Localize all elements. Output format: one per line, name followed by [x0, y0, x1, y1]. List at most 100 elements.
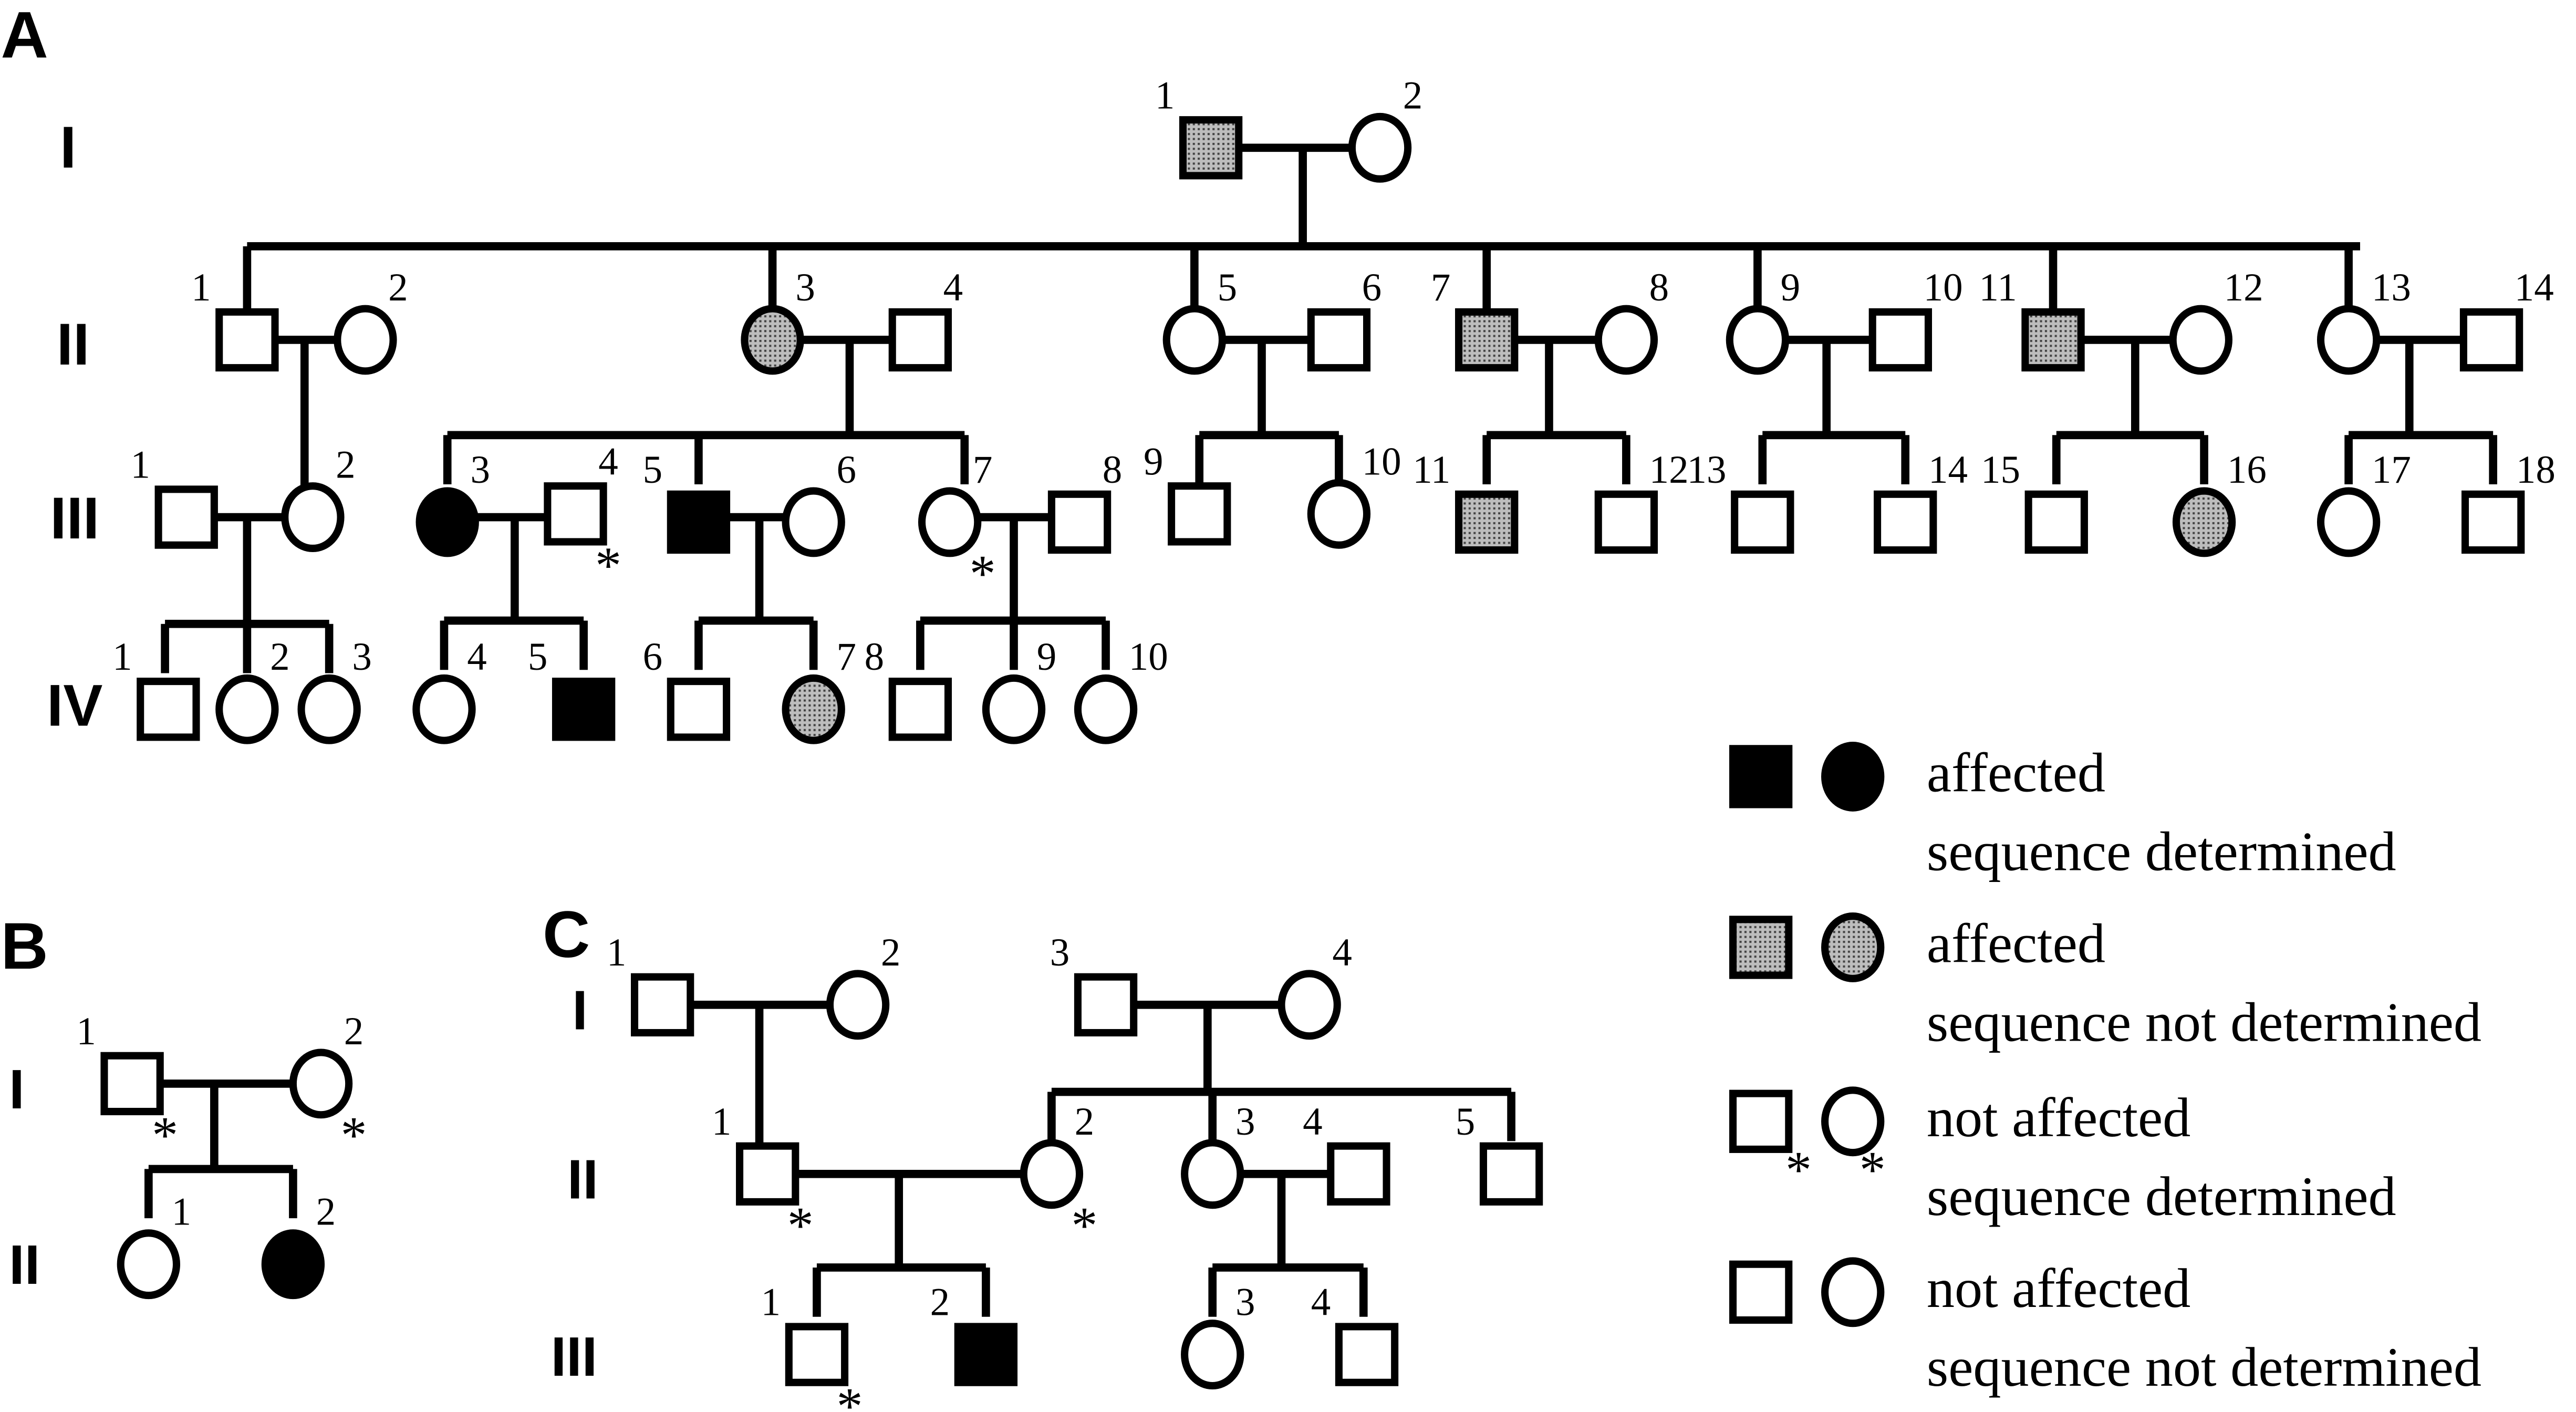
square-affected-unsequenced-symbol — [1455, 308, 1519, 372]
individual-number: 3 — [1235, 1100, 1255, 1144]
individual-number: 14 — [1928, 448, 1968, 492]
legend-square-symbol — [1729, 1089, 1793, 1153]
individual-c-i-3: 3 — [1050, 931, 1138, 1037]
square-unaffected-symbol — [667, 678, 731, 741]
individual-c-i-2: 2 — [826, 931, 900, 1040]
legend-sublabel: sequence determined — [1927, 821, 2396, 882]
square-affected-sequenced-symbol — [954, 1323, 1018, 1386]
individual-a-ii-4: 4 — [888, 266, 963, 372]
circle-unaffected-symbol — [2169, 305, 2232, 375]
square-unaffected-symbol — [785, 1323, 849, 1386]
square-unaffected-symbol — [137, 678, 200, 741]
square-unaffected-symbol — [2024, 490, 2088, 554]
circle-unaffected-symbol — [782, 487, 845, 557]
individual-number: 10 — [1362, 440, 1401, 483]
legend-label: affected — [1927, 742, 2105, 804]
individual-a-ii-14: 14 — [2459, 266, 2554, 372]
individual-a-ii-6: 6 — [1307, 266, 1382, 372]
individual-c-ii-2: 2* — [1020, 1100, 1097, 1254]
circle-unaffected-symbol — [1162, 305, 1227, 375]
individual-a-ii-3: 3 — [741, 266, 815, 375]
individual-a-iv-3: 3 — [297, 635, 372, 744]
square-affected-unsequenced-symbol — [1455, 490, 1519, 554]
individual-number: 9 — [1781, 266, 1801, 309]
square-unaffected-symbol — [630, 973, 694, 1037]
individual-a-ii-8: 8 — [1594, 266, 1669, 375]
individual-number: 2 — [336, 443, 356, 487]
asterisk-marker: * — [1860, 1140, 1886, 1199]
generation-label-c-iii: III — [551, 1325, 598, 1388]
individual-number: 7 — [1431, 266, 1451, 309]
square-unaffected-symbol — [888, 308, 952, 372]
generation-label-a-i: I — [60, 114, 76, 180]
circle-unaffected-symbol — [117, 1229, 181, 1300]
legend-circle-symbol — [1821, 741, 1885, 812]
square-unaffected-symbol — [1327, 1142, 1390, 1206]
circle-unaffected-symbol — [1020, 1139, 1084, 1209]
individual-a-iii-4: 4* — [544, 440, 621, 595]
individual-number: 2 — [881, 931, 900, 974]
square-unaffected-symbol — [1335, 1323, 1399, 1386]
individual-number: 1 — [1155, 74, 1175, 117]
asterisk-marker: * — [836, 1377, 863, 1412]
generation-label-b-i: I — [9, 1058, 25, 1120]
individual-a-iii-17: 17 — [2317, 448, 2411, 557]
individual-number: 11 — [1979, 266, 2017, 309]
square-unaffected-symbol — [1868, 308, 1933, 372]
individual-number: 10 — [1924, 266, 1963, 309]
individual-number: 3 — [1235, 1281, 1255, 1324]
individual-number: 3 — [795, 266, 815, 309]
individual-number: 7 — [836, 635, 856, 679]
individual-a-iii-3: 3 — [416, 448, 490, 557]
circle-unaffected-symbol — [918, 487, 982, 557]
square-affected-unsequenced-symbol — [2021, 308, 2085, 372]
individual-c-iii-2: 2 — [930, 1281, 1018, 1386]
square-unaffected-symbol — [1874, 490, 1937, 554]
square-unaffected-symbol — [2459, 308, 2523, 372]
circle-affected-unsequenced-symbol — [2172, 487, 2236, 557]
circle-unaffected-symbol — [2317, 305, 2381, 375]
individual-a-iv-7: 7 — [782, 635, 856, 744]
individual-number: 1 — [712, 1100, 732, 1144]
individual-number: 2 — [388, 266, 408, 309]
asterisk-marker: * — [341, 1106, 367, 1164]
individual-b-i-1: 1* — [76, 1010, 178, 1164]
individual-a-iii-10: 10 — [1307, 440, 1401, 549]
legend-label: not affected — [1927, 1257, 2190, 1319]
panel-label-c: C — [543, 898, 590, 971]
circle-affected-unsequenced-symbol — [782, 674, 845, 744]
circle-unaffected-symbol — [215, 674, 279, 744]
circle-affected-unsequenced-symbol — [741, 305, 804, 375]
asterisk-marker: * — [970, 544, 996, 603]
individual-number: 1 — [130, 443, 150, 487]
circle-unaffected-symbol — [1277, 970, 1341, 1040]
circle-affected-sequenced-symbol — [261, 1229, 325, 1300]
individual-number: 2 — [270, 635, 290, 679]
individual-b-ii-2: 2 — [261, 1190, 336, 1300]
individual-number: 18 — [2516, 448, 2556, 492]
individual-a-iii-16: 16 — [2172, 448, 2267, 557]
individual-number: 1 — [76, 1010, 96, 1053]
asterisk-marker: * — [152, 1106, 178, 1164]
individual-a-iv-8: 8 — [865, 635, 952, 741]
circle-unaffected-symbol — [1307, 479, 1371, 549]
individual-number: 5 — [528, 635, 548, 679]
generation-label-a-iv: IV — [47, 672, 102, 739]
legend-square-symbol — [1729, 745, 1793, 808]
individual-a-iii-14: 14 — [1874, 448, 1968, 554]
panel-label-b: B — [1, 910, 48, 983]
individual-number: 3 — [352, 635, 372, 679]
individual-a-iii-7: 7* — [918, 448, 996, 603]
circle-unaffected-symbol — [412, 674, 476, 744]
individual-number: 12 — [1649, 448, 1689, 492]
square-unaffected-symbol — [736, 1142, 799, 1206]
square-unaffected-symbol — [100, 1052, 164, 1116]
individual-a-iii-12: 12 — [1594, 448, 1689, 554]
individual-c-iii-1: 1* — [761, 1281, 863, 1412]
individual-a-iii-18: 18 — [2461, 448, 2556, 554]
individual-b-i-2: 2* — [289, 1010, 367, 1164]
individual-number: 4 — [467, 635, 487, 679]
